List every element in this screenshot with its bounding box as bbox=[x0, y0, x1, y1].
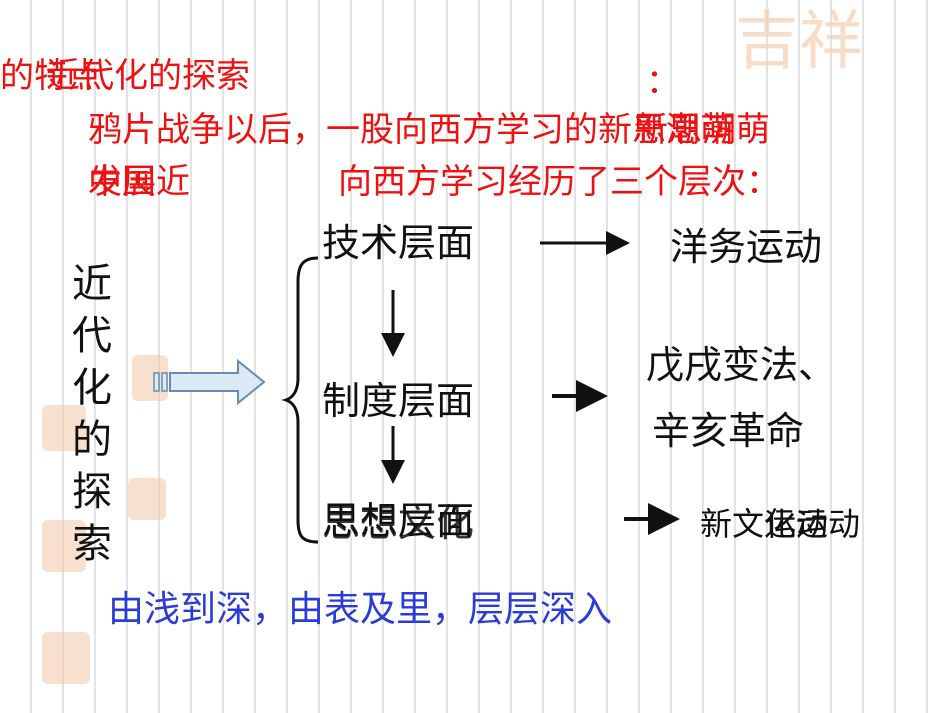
side-label-vertical: 近代化的探索 bbox=[72, 261, 112, 567]
result-revolution-1911: 辛亥革命 bbox=[652, 409, 805, 453]
seal-stamp-4 bbox=[128, 478, 166, 520]
watermark-seal-large: 吉祥 bbox=[735, 5, 863, 79]
header-line3-left-b: 发展 bbox=[88, 162, 156, 202]
seal-stamp-3 bbox=[42, 520, 86, 572]
result-westernization-movement: 洋务运动 bbox=[670, 225, 823, 269]
header-line2: 鸦片战争以后，一股向西方学习的新思潮萌 bbox=[88, 110, 734, 150]
seal-stamp-1 bbox=[42, 405, 86, 451]
level-thought-label: 思想层面 bbox=[322, 499, 475, 543]
header-line3-right: 向西方学习经历了三个层次： bbox=[338, 162, 780, 202]
result-reform-1898: 戊戌变法、 bbox=[646, 343, 837, 387]
header-line3-left-a: 中国近 bbox=[88, 162, 190, 202]
header-title-a: 近代化的探索 bbox=[46, 56, 250, 96]
level-technology-label: 技术层面 bbox=[322, 221, 475, 265]
conclusion-text: 由浅到深，由表及里，层层深入 bbox=[108, 589, 613, 630]
header-title-b: 的特点 bbox=[0, 56, 102, 96]
header-line2-overlap: 新思潮萌 bbox=[634, 110, 770, 150]
result-new-culture-movement: 新文化运动 bbox=[700, 505, 861, 543]
curly-brace bbox=[281, 256, 319, 544]
seal-stamp-5 bbox=[42, 632, 90, 684]
header-colon: ： bbox=[646, 62, 680, 102]
level-institution-label: 制度层面 bbox=[322, 379, 475, 423]
level-thought-label-overlap: 思想文化 bbox=[322, 501, 475, 545]
block-arrow bbox=[153, 358, 266, 406]
result-new-culture-overlap: 运动 bbox=[764, 505, 829, 543]
